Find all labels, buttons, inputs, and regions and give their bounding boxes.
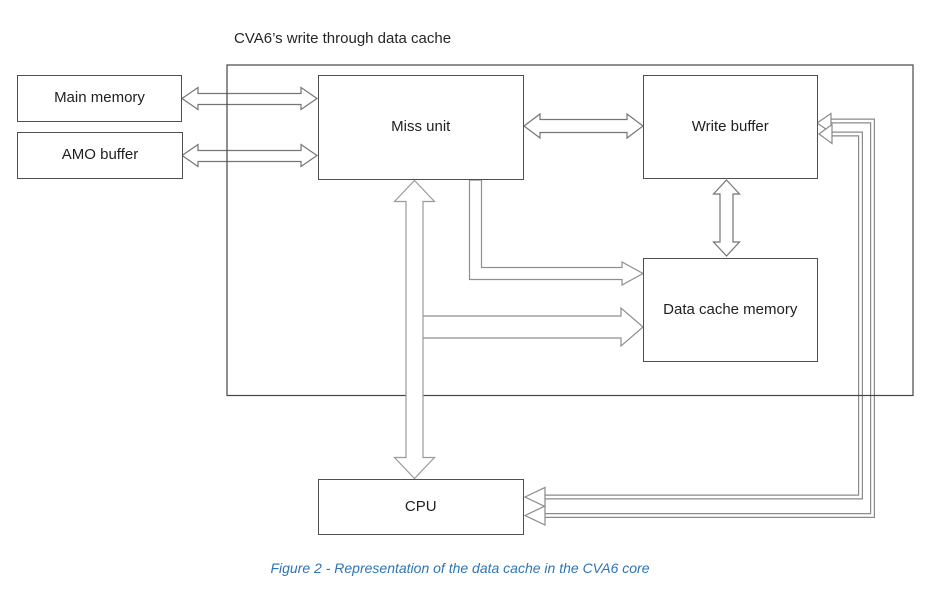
arrow-main-memory-miss-unit [180, 86, 319, 111]
figure-caption: Figure 2 - Representation of the data ca… [270, 560, 650, 576]
block-data-cache-memory-label: Data cache memory [663, 300, 798, 318]
arrow-miss-unit-write-buffer [523, 112, 644, 140]
block-miss-unit: Miss unit [318, 75, 524, 180]
block-cpu: CPU [318, 479, 524, 535]
arrowhead-into-write-buffer-lower [817, 123, 833, 145]
arrowhead-into-cpu-lower [523, 505, 546, 526]
connector-write-buffer-cpu-outer-core [545, 119, 874, 517]
arrow-amo-buffer-miss-unit [180, 143, 319, 168]
arrow-write-buffer-data-cache [712, 179, 741, 257]
block-main-memory-label: Main memory [54, 89, 145, 107]
cache-boundary-box [226, 64, 914, 397]
arrow-miss-unit-data-cache-elbow [468, 179, 645, 287]
block-data-cache-memory: Data cache memory [643, 258, 818, 362]
diagram-title: CVA6’s write through data cache [234, 30, 452, 47]
arrow-cpu-path-data-cache [419, 306, 644, 348]
block-miss-unit-label: Miss unit [391, 118, 451, 136]
block-main-memory: Main memory [17, 75, 182, 122]
block-write-buffer: Write buffer [643, 75, 818, 179]
block-write-buffer-label: Write buffer [691, 117, 769, 135]
arrow-miss-unit-cpu [393, 179, 436, 480]
arrowhead-into-cpu-upper [523, 486, 546, 508]
block-amo-buffer: AMO buffer [17, 132, 183, 179]
block-amo-buffer-label: AMO buffer [61, 146, 139, 164]
block-cpu-label: CPU [404, 497, 437, 515]
connector-write-buffer-cpu-inner-core [544, 132, 862, 499]
